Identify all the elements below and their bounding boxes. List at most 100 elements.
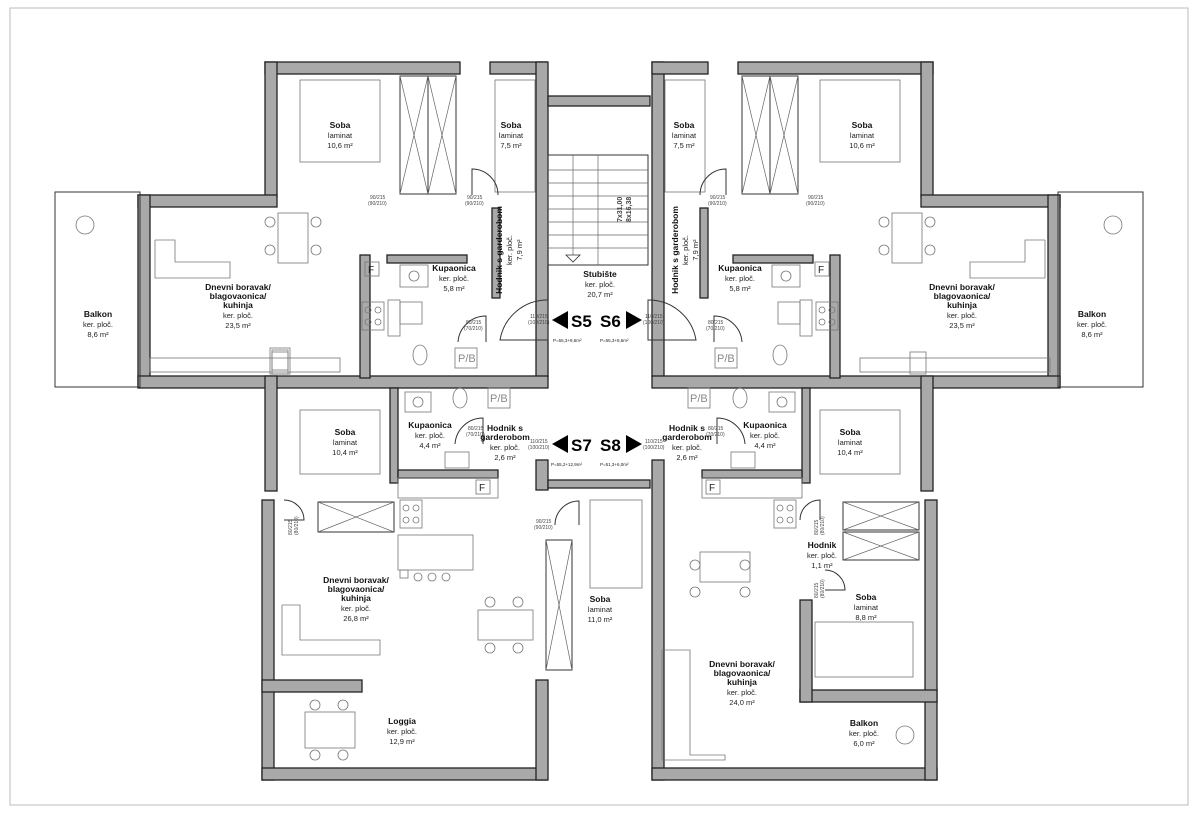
room-area: 11,0 m² <box>588 615 613 624</box>
wall-bl-upper <box>264 375 278 492</box>
fridge-label-4: F <box>709 483 715 494</box>
room-name: Balkon <box>850 718 878 728</box>
room-area: 5,8 m² <box>443 284 465 293</box>
room-floor: ker. ploč. <box>490 443 520 452</box>
door-dim: (100/210) <box>643 445 665 451</box>
door-dim: (70/210) <box>706 326 725 332</box>
apartment-area-s6: P=55,3+8,6m² <box>600 338 629 343</box>
door-dim: (90/210) <box>534 525 553 531</box>
door-dim: (80/210) <box>294 516 300 535</box>
apartment-label-s6: S6 <box>600 312 621 331</box>
door-dim: 80/215 <box>814 519 820 535</box>
room-name: Kupaonica <box>743 420 787 430</box>
room-name: Balkon <box>1078 309 1106 319</box>
wall-tl-left <box>264 61 278 198</box>
room-area: 8,6 m² <box>1081 330 1103 339</box>
room-name: Soba <box>335 427 356 437</box>
furniture <box>75 79 1123 761</box>
room-floor: ker. ploč. <box>341 604 371 613</box>
room-area: 1,1 m² <box>811 561 833 570</box>
room-area: 10,4 m² <box>332 448 358 457</box>
room-area: 4,4 m² <box>419 441 441 450</box>
room-floor: ker. ploč. <box>1077 320 1107 329</box>
wall-bl-core <box>535 459 549 491</box>
room-area: 2,6 m² <box>676 453 698 462</box>
door-dim: 90/215 <box>370 195 386 201</box>
apartment-label-s7: S7 <box>571 436 592 455</box>
wall-br-bottom <box>651 767 938 781</box>
room-area: 12,9 m² <box>389 737 415 746</box>
door-dim: 90/215 <box>467 195 483 201</box>
room-name: blagovaonica/ <box>714 668 771 678</box>
pb-label-2: P/B <box>490 393 508 405</box>
wall-br-balkon <box>799 689 938 703</box>
wall-tl-top <box>264 61 461 75</box>
door-dim: 110/215 <box>645 314 663 320</box>
room-name: Dnevni boravak/ <box>205 282 271 292</box>
room-floor: laminat <box>854 603 879 612</box>
room-area: 24,0 m² <box>729 698 755 707</box>
room-name: blagovaonica/ <box>934 291 991 301</box>
room-floor: laminat <box>838 438 863 447</box>
wall-br-right <box>924 499 938 781</box>
fridge-label-3: F <box>479 483 485 494</box>
apartment-markers: S5 P=55,3+8,6m² S6 P=55,3+8,6m² S7 P=55,… <box>551 311 642 467</box>
room-floor: laminat <box>672 131 697 140</box>
room-floor: ker. ploč. <box>750 431 780 440</box>
door-dim: (80/210) <box>820 579 826 598</box>
wardrobes <box>317 75 920 671</box>
apartment-arrow-s8 <box>626 435 642 453</box>
wall-tr-kup-r <box>829 254 841 379</box>
wall-tl-kup-l <box>359 254 371 379</box>
doors <box>283 168 846 591</box>
room-name: Hodnik <box>808 540 837 550</box>
apartment-area-s7: P=55,2+12,9m² <box>551 462 583 467</box>
room-name: blagovaonica/ <box>210 291 267 301</box>
door-dim: 80/215 <box>288 519 294 535</box>
wall-tr-top2 <box>651 61 709 75</box>
room-area: 10,6 m² <box>327 141 353 150</box>
wall-bl-kup-l <box>389 387 399 484</box>
room-floor: laminat <box>850 131 875 140</box>
room-floor: ker. ploč. <box>807 551 837 560</box>
door-dim: 90/215 <box>808 195 824 201</box>
wall-bl-mid <box>535 679 549 781</box>
door-dimensions: 90/215 (90/210) 90/215 (90/210) 90/215 (… <box>288 195 826 598</box>
apartment-arrow-s6 <box>626 311 642 329</box>
door-dim: 90/215 <box>536 519 552 525</box>
door-dim: (70/210) <box>466 432 485 438</box>
room-area: 10,4 m² <box>837 448 863 457</box>
wall-br-kup-r <box>801 387 811 484</box>
room-floor: ker. ploč. <box>947 311 977 320</box>
apartment-arrow-s7 <box>552 435 568 453</box>
door-dim: (70/210) <box>706 432 725 438</box>
door-dim: 80/215 <box>466 320 482 326</box>
room-area: 4,4 m² <box>754 441 776 450</box>
room-area: 23,5 m² <box>225 321 251 330</box>
wall-core-bottom <box>547 479 651 489</box>
room-name: garderobom <box>662 432 712 442</box>
room-area: 7,5 m² <box>500 141 522 150</box>
room-name: Kupaonica <box>408 420 452 430</box>
fridge-label-2: F <box>818 265 824 276</box>
door-dim: 110/215 <box>530 439 548 445</box>
door-dim: (90/210) <box>806 201 825 207</box>
room-floor: ker. ploč. <box>223 311 253 320</box>
room-name: kuhinja <box>223 300 253 310</box>
room-area: 5,8 m² <box>729 284 751 293</box>
door-dim: 80/215 <box>814 582 820 598</box>
room-floor: laminat <box>588 605 613 614</box>
room-area: 7,9 m² <box>515 239 524 261</box>
room-floor: ker. ploč. <box>585 280 615 289</box>
apartment-label-s8: S8 <box>600 436 621 455</box>
room-floor: ker. ploč. <box>681 235 690 265</box>
wall-bl-bottom <box>261 767 548 781</box>
room-floor: laminat <box>333 438 358 447</box>
wall-core-left <box>535 61 549 378</box>
room-area: 23,5 m² <box>949 321 975 330</box>
wall-br-upper <box>920 375 934 492</box>
wall-tl-kup-t <box>386 254 468 264</box>
door-dim: 110/215 <box>530 314 548 320</box>
wall-bl-left <box>261 499 275 781</box>
